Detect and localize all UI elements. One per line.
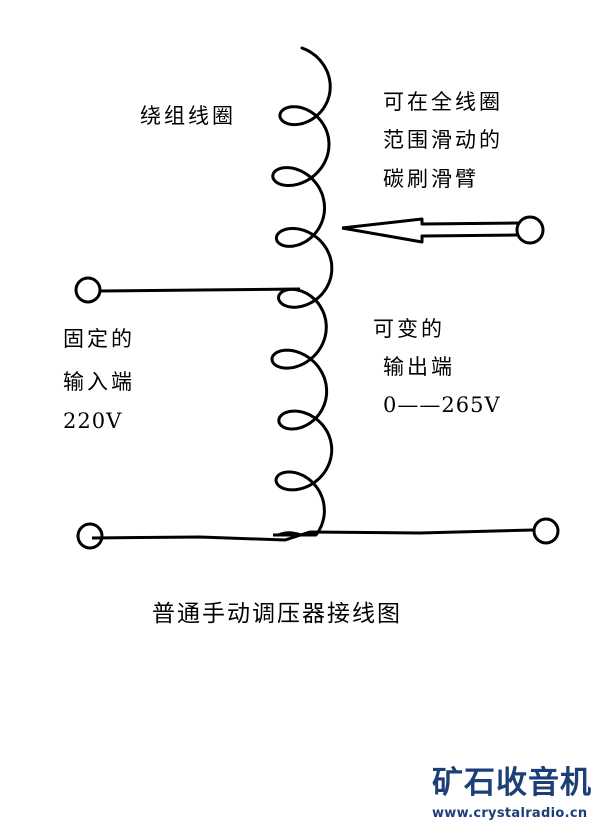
output-label-line2: 输出端 <box>383 355 455 379</box>
common-bottom-wire <box>76 517 560 550</box>
transformer-coil <box>270 46 334 537</box>
watermark-logo: 矿石收音机 www.crystalradio.cn <box>432 765 592 822</box>
input-terminal <box>74 276 301 304</box>
brush-label-line1: 可在全线圈 <box>383 90 503 114</box>
output-label-line1: 可变的 <box>373 317 445 341</box>
output-voltage-range: 0——265V <box>383 393 501 417</box>
carbon-brush-arm <box>341 215 545 245</box>
watermark-name: 矿石收音机 <box>432 765 592 801</box>
diagram-title: 普通手动调压器接线图 <box>152 601 402 627</box>
input-voltage: 220V <box>63 409 123 433</box>
input-label-line1: 固定的 <box>63 327 135 351</box>
input-label-line2: 输入端 <box>63 370 135 394</box>
watermark-url: www.crystalradio.cn <box>432 806 588 821</box>
brush-label-line3: 碳刷滑臂 <box>383 167 479 191</box>
winding-label: 绕组线圈 <box>140 104 236 128</box>
brush-label-line2: 范围滑动的 <box>383 128 503 152</box>
